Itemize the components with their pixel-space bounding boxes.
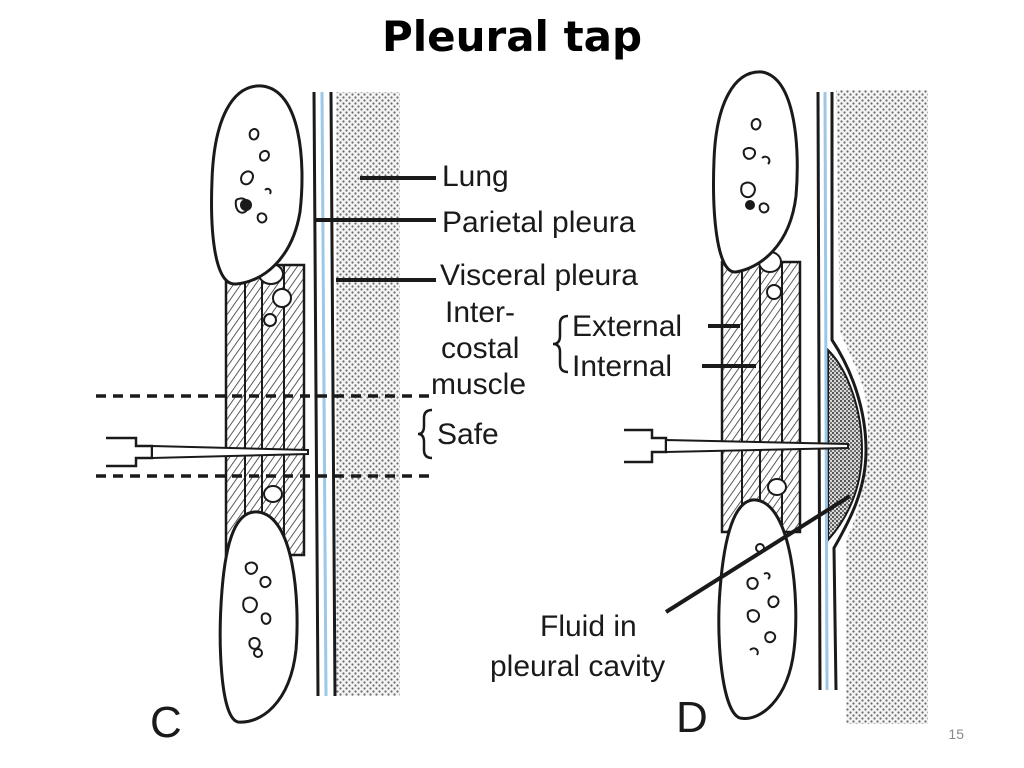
vessel-c-2 <box>272 288 292 308</box>
parietal-pleura-line-c <box>312 91 320 697</box>
label-safe: Safe <box>437 418 499 451</box>
lung-tissue-c <box>336 92 400 696</box>
pleura-blue-line-c <box>320 91 328 697</box>
label-fluid-1: Fluid in <box>540 610 637 643</box>
visceral-pleura-line-d <box>830 92 868 691</box>
label-lung: Lung <box>442 160 509 193</box>
upper-rib-c <box>210 84 304 286</box>
panel-letter-d: D <box>676 693 708 742</box>
fluid-leader-line <box>664 494 852 614</box>
muscle-brace <box>552 314 569 374</box>
parietal-pleura-line-d <box>816 91 822 691</box>
label-intercostal-3: muscle <box>431 368 526 401</box>
slide-number: 15 <box>948 726 964 742</box>
label-visceral-pleura: Visceral pleura <box>440 259 638 292</box>
label-fluid-2: pleural cavity <box>490 650 665 683</box>
lower-rib-d <box>717 498 798 720</box>
lung-tissue-d <box>836 90 928 724</box>
nerve-c <box>263 313 277 327</box>
needle-hub-c <box>106 436 154 468</box>
panel-letter-c: C <box>150 698 182 747</box>
intercostal-muscle-c <box>224 263 306 557</box>
needle-shaft-d <box>665 438 849 454</box>
lower-rib-c <box>218 510 299 724</box>
slide-title: Pleural tap <box>381 12 643 61</box>
needle-hub-d <box>624 428 668 464</box>
panel-c: Lung Parietal pleura Visceral pleura Int… <box>96 84 638 747</box>
panel-d: External Internal Fluid in pleural cavit… <box>490 70 928 742</box>
label-intercostal-2: costal <box>441 332 519 365</box>
label-external: External <box>572 310 682 343</box>
pleura-blue-line-d <box>823 91 829 691</box>
visceral-pleura-line-c <box>329 91 337 697</box>
needle-shaft-c <box>151 444 309 460</box>
upper-rib-d <box>712 70 799 274</box>
label-internal: Internal <box>572 350 672 383</box>
safe-brace <box>417 408 433 460</box>
label-intercostal-1: Inter- <box>445 296 515 329</box>
label-parietal-pleura: Parietal pleura <box>442 206 636 239</box>
